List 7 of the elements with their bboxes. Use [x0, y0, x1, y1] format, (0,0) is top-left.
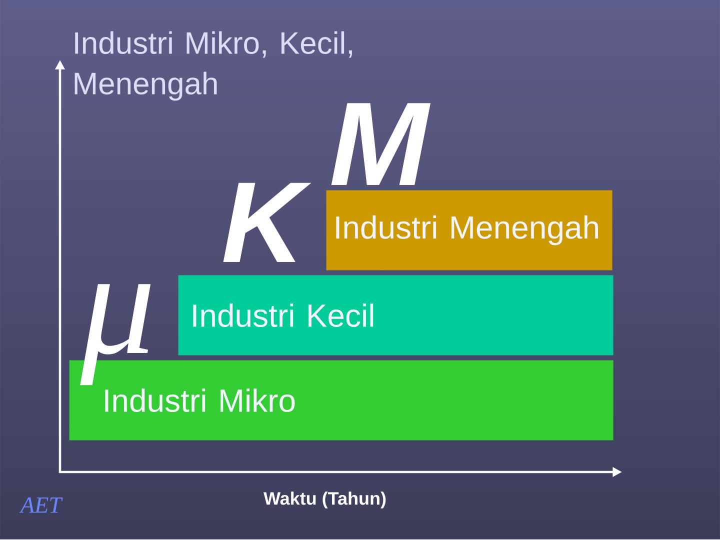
initial-letter: M	[331, 103, 430, 185]
initial-letter: K	[223, 182, 312, 262]
axis-title: Industri Mikro, Kecil, Menengah	[74, 31, 352, 101]
axis-title: Waktu (Tahun)	[264, 492, 386, 508]
text-box: Industri Menengah	[326, 190, 612, 270]
author-initials: AET	[19, 497, 63, 513]
text-box: Industri Kecil	[178, 275, 614, 356]
